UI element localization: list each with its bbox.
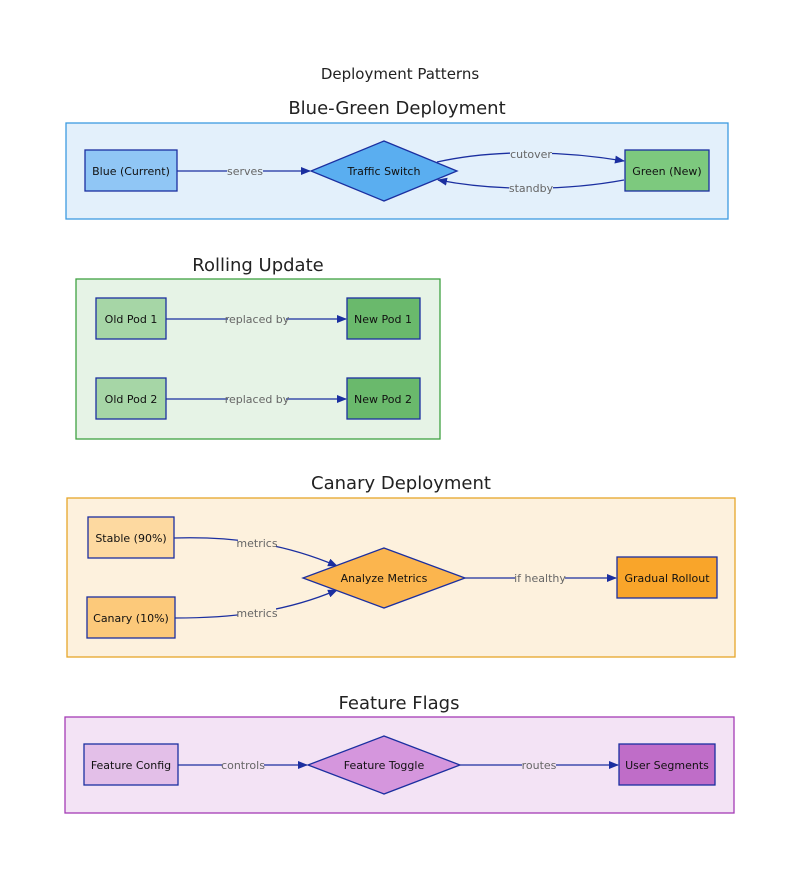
edge-if-healthy-label-bg [515,571,565,585]
node-old-pod-2[interactable] [95,377,167,420]
node-green-new[interactable] [624,149,710,192]
diagram-title: Deployment Patterns [321,65,479,83]
group-canary-title: Canary Deployment [311,473,491,494]
edge-cutover-label: cutover [510,148,552,161]
node-new-pod-1[interactable] [346,297,421,340]
node-analyze-metrics-label: Analyze Metrics [341,572,428,585]
edge-metrics-canary-label-bg [238,606,276,620]
node-stable-label: Stable (90%) [95,532,166,545]
node-old-pod-1[interactable] [95,297,167,340]
edge-metrics-stable-label: metrics [236,537,277,550]
node-user-segments-label: User Segments [625,759,709,772]
edge-controls-label-bg [222,758,264,772]
node-new-pod-1-label: New Pod 1 [354,313,412,326]
edge-serves-label-bg [227,164,263,178]
edge-serves-label: serves [227,165,263,178]
edge-replaced-by-2-label: replaced by [225,393,290,406]
edge-metrics-canary-label: metrics [236,607,277,620]
node-feature-config[interactable] [83,743,179,786]
edge-replaced-by-2-label-bg [228,392,286,406]
edge-cutover-label-bg [510,147,552,161]
edge-replaced-by-1-label: replaced by [225,313,290,326]
node-feature-config-label: Feature Config [91,759,171,772]
node-feature-toggle-label: Feature Toggle [344,759,425,772]
group-canary-deployment: Canary Deployment metrics metrics if hea… [66,473,736,658]
edge-if-healthy-label: if healthy [514,572,566,585]
node-traffic-switch-label: Traffic Switch [347,165,421,178]
node-green-new-label: Green (New) [632,165,701,178]
group-rolling-update: Rolling Update replaced by replaced by O… [75,255,441,440]
edge-routes-label-bg [522,758,556,772]
edge-standby-label: standby [509,182,554,195]
node-stable[interactable] [87,516,175,559]
group-blue-green-title: Blue-Green Deployment [288,98,505,119]
edge-metrics-stable-label-bg [238,536,276,550]
node-feature-toggle[interactable] [306,735,462,795]
edge-standby-label-bg [509,181,553,195]
edge-controls-label: controls [221,759,265,772]
edge-replaced-by-1-label-bg [228,312,286,326]
group-rolling-update-title: Rolling Update [192,255,323,276]
node-traffic-switch[interactable] [309,140,459,202]
node-old-pod-1-label: Old Pod 1 [105,313,158,326]
group-feature-flags: Feature Flags controls routes Feature Co… [64,693,735,814]
node-user-segments[interactable] [618,743,716,786]
node-gradual-rollout[interactable] [616,556,718,599]
node-old-pod-2-label: Old Pod 2 [105,393,158,406]
group-feature-flags-title: Feature Flags [339,693,460,714]
edge-routes-label: routes [522,759,557,772]
node-blue-current[interactable] [84,149,178,192]
node-new-pod-2-label: New Pod 2 [354,393,412,406]
node-gradual-rollout-label: Gradual Rollout [624,572,710,585]
node-analyze-metrics[interactable] [301,547,467,609]
node-canary[interactable] [86,596,176,639]
node-canary-label: Canary (10%) [93,612,169,625]
node-blue-current-label: Blue (Current) [92,165,170,178]
node-new-pod-2[interactable] [346,377,421,420]
group-blue-green: Blue-Green Deployment serves cutover sta… [65,98,729,220]
